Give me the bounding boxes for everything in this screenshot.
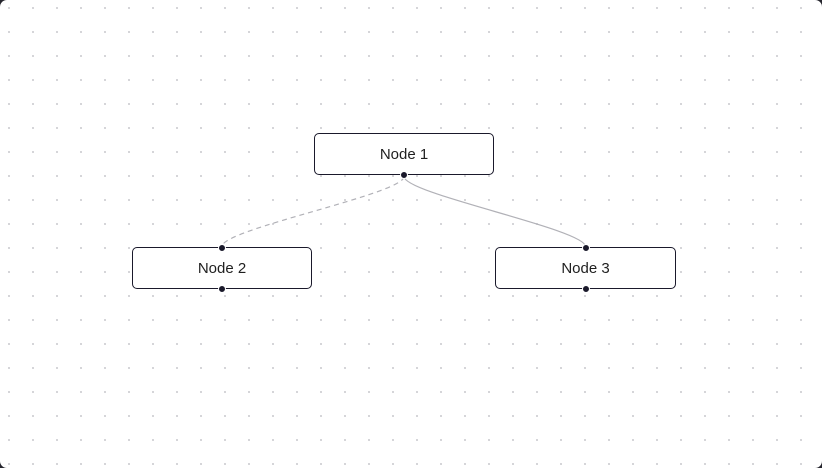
node-3-label: Node 3 <box>561 259 610 277</box>
node-2-label: Node 2 <box>197 259 247 277</box>
node-1-source-handle[interactable] <box>400 170 408 179</box>
node-2-source-handle[interactable] <box>218 284 226 293</box>
node-3-target-handle[interactable] <box>581 243 590 252</box>
node-1[interactable]: Node 1 <box>314 133 494 179</box>
node-2-target-handle[interactable] <box>218 243 226 252</box>
node-2[interactable]: Node 2 <box>132 243 312 293</box>
node-3-source-handle[interactable] <box>581 284 590 293</box>
edge-node1-node3[interactable] <box>403 176 587 247</box>
edge-node1-node2[interactable] <box>221 176 405 247</box>
node-1-label: Node 1 <box>379 145 429 163</box>
node-3[interactable]: Node 3 <box>495 243 676 293</box>
